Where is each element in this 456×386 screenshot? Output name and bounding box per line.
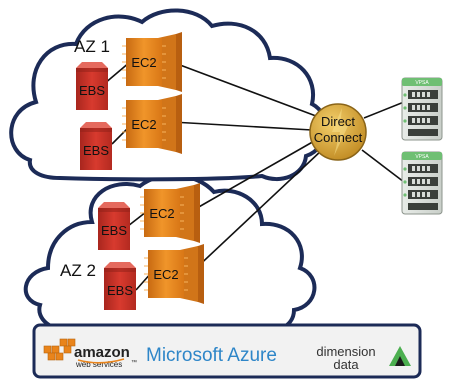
link-ec2-2: [171, 121, 313, 131]
aws-trademark: ™: [131, 359, 137, 366]
link-server-1: [363, 101, 405, 119]
hub-label-line1: Direct: [321, 114, 355, 129]
server-rack-2: [401, 151, 443, 215]
ebs-label-1: EBS: [79, 83, 105, 98]
provider-bar: [32, 323, 422, 379]
server-rack-1: [401, 77, 443, 141]
aws-smile-icon: [77, 358, 125, 364]
link-ec2-4: [191, 149, 323, 273]
ebs-label-3: EBS: [101, 223, 127, 238]
ebs-label-4: EBS: [107, 283, 133, 298]
aws-subtext: web services: [75, 360, 122, 369]
azure-wordmark: Microsoft Azure: [146, 345, 277, 366]
link-ec2-1: [171, 61, 317, 117]
dimension-data-line2: data: [333, 357, 359, 372]
zone-label-az1: AZ 1: [74, 37, 110, 56]
link-ebs-ec2-3: [127, 211, 147, 227]
aws-wordmark: amazon: [74, 344, 130, 361]
link-ebs-ec2-1: [103, 61, 131, 85]
ec2-label-1: EC2: [131, 55, 156, 70]
link-server-2: [361, 149, 405, 183]
connection-lines: [103, 61, 405, 291]
ec2-label-2: EC2: [131, 117, 156, 132]
server-tag-2: VPSA: [415, 154, 429, 160]
ec2-label-3: EC2: [149, 206, 174, 221]
link-ec2-3: [189, 139, 317, 213]
server-tag-1: VPSA: [415, 80, 429, 86]
hub-label-line2: Connect: [314, 130, 363, 145]
lightning-icon: [332, 108, 348, 156]
dimension-data-triangle-icon: [389, 346, 411, 366]
ec2-label-4: EC2: [153, 267, 178, 282]
ebs-label-2: EBS: [83, 143, 109, 158]
aws-cubes-icon: [43, 338, 76, 361]
dimension-data-line1: dimension: [316, 344, 375, 359]
zone-label-az2: AZ 2: [60, 261, 96, 280]
